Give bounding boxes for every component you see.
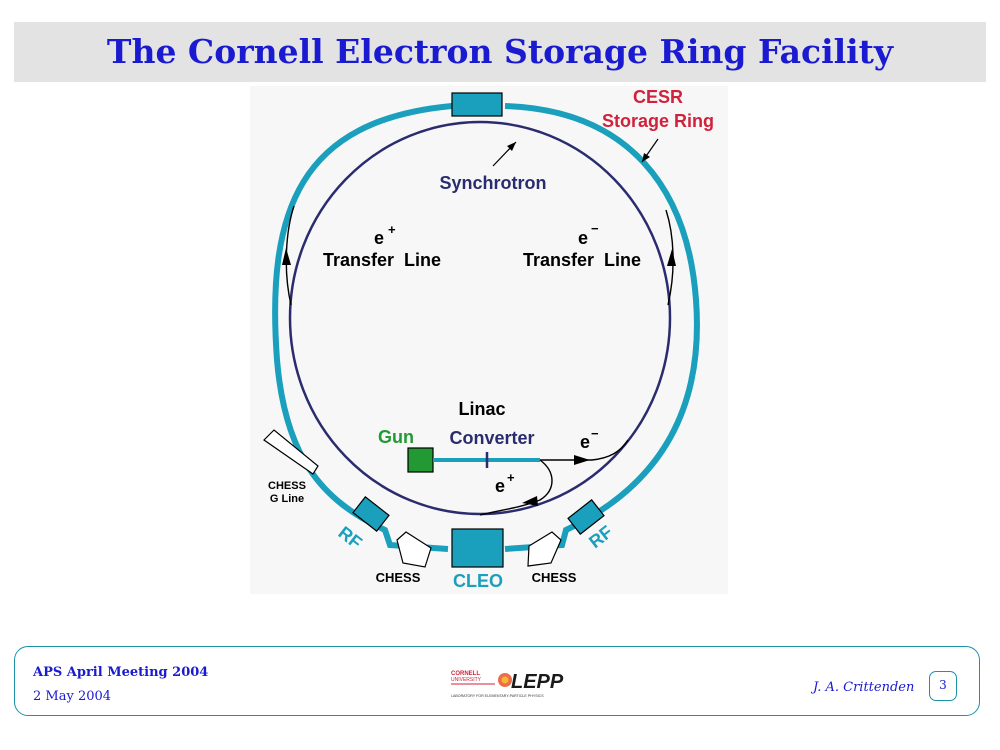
linac-eminus-sup: − [591,426,599,441]
eplus-linac-arrow [522,496,538,506]
footer-date: 2 May 2004 [33,689,112,704]
rf-cavity-right [567,499,605,535]
eplus-transfer-line-label: Transfer Line [323,250,441,270]
cesr-pointer-head [642,153,650,162]
linac-eminus-label: e [580,432,590,452]
logo-university: UNIVERSITY [451,677,482,683]
logo-cornell: CORNELL [451,671,480,677]
eminus-linac-arrow [574,455,590,465]
chess-g-line-label-1: CHESS [268,480,306,492]
footer: APS April Meeting 2004 2 May 2004 CORNEL… [14,646,980,716]
chess-left-beamline [396,531,432,568]
linac-label: Linac [458,399,505,419]
eminus-linac-path [540,439,629,461]
eminus-sup: − [591,221,599,236]
eminus-label: e [578,228,588,248]
ring-top-block [451,92,503,117]
page-number: 3 [929,671,957,701]
linac-eplus-label: e [495,476,505,496]
eplus-label: e [374,228,384,248]
storage-ring [272,103,700,552]
logo-subtitle: LABORATORY FOR ELEMENTARY-PARTICLE PHYSI… [451,694,544,698]
chess-right-label: CHESS [532,570,577,585]
chess-right-beamline [527,531,562,567]
page-title: The Cornell Electron Storage Ring Facili… [106,32,894,71]
footer-conference: APS April Meeting 2004 [33,665,209,680]
eminus-transfer-line-label: Transfer Line [523,250,641,270]
chess-g-line-label-2: G Line [270,493,304,505]
cleo-label: CLEO [453,571,503,591]
linac-eplus-sup: + [507,470,515,485]
cesr-label: CESR [633,87,683,107]
title-bar: The Cornell Electron Storage Ring Facili… [14,22,986,82]
logo-lepp: LEPP [511,671,564,693]
synchrotron-label: Synchrotron [439,173,546,193]
logo-burst-core-icon [501,676,509,684]
cleo-detector [451,528,504,568]
storage-ring-label: Storage Ring [602,111,714,131]
chess-g-line-beamline [263,429,319,475]
converter-label: Converter [449,428,534,448]
footer-author: J. A. Crittenden [813,680,915,695]
lepp-logo: CORNELL UNIVERSITY LEPP LABORATORY FOR E… [451,671,564,698]
eplus-transfer-arrow [282,248,291,265]
synchrotron-ring [288,120,672,516]
rf-cavity-left [352,496,390,532]
eplus-linac-path [479,459,553,516]
eplus-sup: + [388,222,396,237]
electron-gun [407,447,434,473]
chess-left-label: CHESS [376,570,421,585]
eminus-transfer-arrow [667,249,676,266]
gun-label: Gun [378,427,414,447]
synchrotron-pointer-head [507,142,516,151]
